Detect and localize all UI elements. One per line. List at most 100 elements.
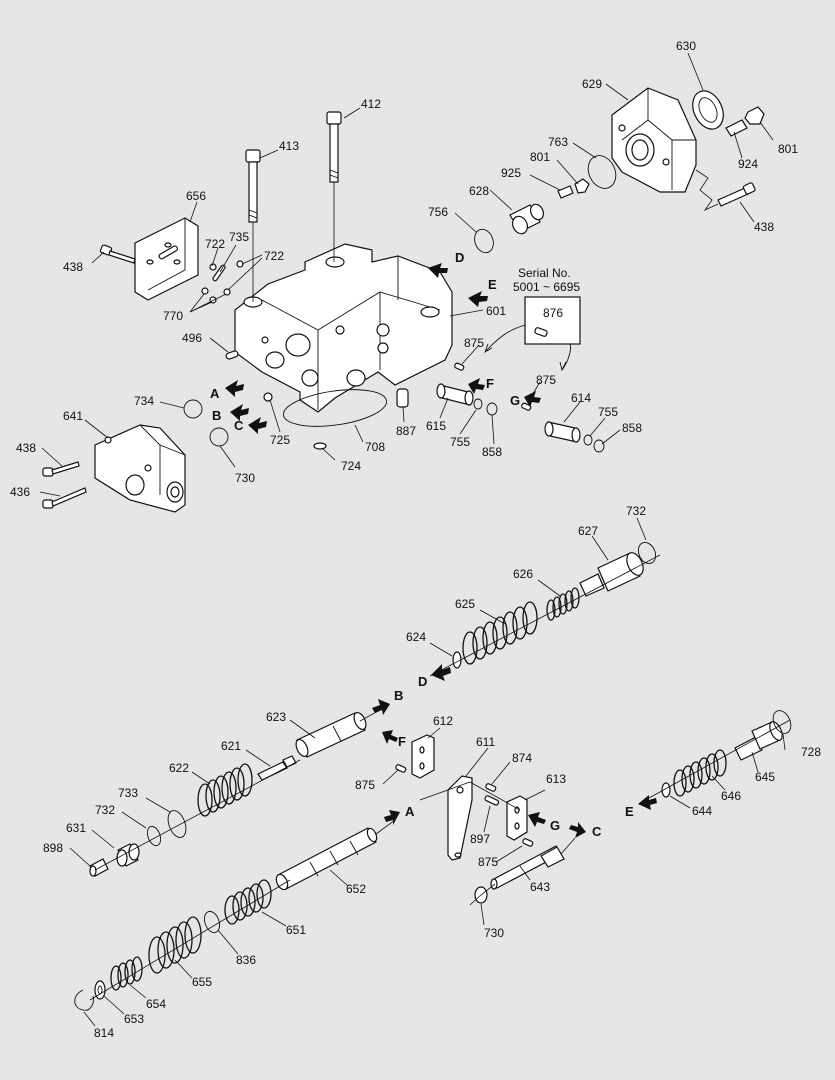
callout-770: 770 <box>163 309 183 323</box>
snap-ring-814 <box>74 989 94 1011</box>
screw-924 <box>725 119 748 137</box>
callout-732a: 732 <box>626 504 646 518</box>
shaft-643 <box>490 845 565 890</box>
o-ring-724 <box>313 442 327 450</box>
callout-438b: 438 <box>754 220 774 234</box>
callout-438a: 438 <box>63 260 83 274</box>
pin-875-c <box>395 764 407 773</box>
port-arrow-b-lower <box>372 699 390 715</box>
callout-436: 436 <box>10 485 30 499</box>
pin-621 <box>257 755 297 781</box>
lever-611 <box>447 775 473 861</box>
spring-654 <box>110 956 143 991</box>
callout-732b: 732 <box>95 803 115 817</box>
callout-875a: 875 <box>464 336 484 350</box>
port-arrow-a-lower <box>384 810 400 825</box>
pin-496 <box>225 350 239 360</box>
callout-643: 643 <box>530 880 550 894</box>
bolt-412 <box>326 111 342 183</box>
port-letter-g-lower: G <box>550 818 560 833</box>
callout-887: 887 <box>396 424 416 438</box>
callout-628: 628 <box>469 184 489 198</box>
callout-621: 621 <box>221 739 241 753</box>
callout-654: 654 <box>146 997 166 1011</box>
nut-801-b <box>744 106 765 125</box>
callout-613: 613 <box>546 772 566 786</box>
spool-615 <box>436 383 498 416</box>
callout-733: 733 <box>118 786 138 800</box>
valve-body-601 <box>234 243 453 413</box>
bolt-438-right <box>717 182 756 207</box>
serial-number-box: Serial No. 5001 ~ 6695 876 <box>484 266 581 372</box>
callout-801b: 801 <box>778 142 798 156</box>
port-arrow-d-lower <box>431 664 451 681</box>
o-ring-728 <box>772 710 792 734</box>
callout-722b: 722 <box>264 249 284 263</box>
plug-887 <box>396 388 409 408</box>
cover-plate-656 <box>134 217 199 301</box>
callout-438c: 438 <box>16 441 36 455</box>
callout-614: 614 <box>571 391 591 405</box>
port-letter-d-lower: D <box>418 674 427 689</box>
pin-875-d <box>522 838 534 847</box>
callout-626: 626 <box>513 567 533 581</box>
callout-924: 924 <box>738 157 758 171</box>
callout-631: 631 <box>66 821 86 835</box>
callout-656: 656 <box>186 189 206 203</box>
washer-653 <box>94 980 106 1000</box>
port-arrow-e-lower <box>638 795 657 810</box>
port-arrow-g-upper <box>524 391 541 407</box>
plate-612 <box>411 734 435 779</box>
spring-626 <box>546 587 580 621</box>
spring-625 <box>462 601 538 665</box>
serial-box-range: 5001 ~ 6695 <box>513 280 580 294</box>
callout-615: 615 <box>426 419 446 433</box>
callout-708: 708 <box>365 440 385 454</box>
port-arrow-g-lower <box>528 812 546 827</box>
o-ring-734 <box>183 399 203 419</box>
callout-858a: 858 <box>482 445 502 459</box>
callout-725: 725 <box>270 433 290 447</box>
callout-836: 836 <box>236 953 256 967</box>
callout-612: 612 <box>433 714 453 728</box>
spool-623 <box>295 711 367 758</box>
cover-629 <box>611 87 697 193</box>
callout-755b: 755 <box>598 405 618 419</box>
callout-653: 653 <box>124 1012 144 1026</box>
callout-925: 925 <box>501 166 521 180</box>
pin-897 <box>484 795 500 806</box>
serial-box-part: 876 <box>543 306 563 320</box>
callout-801a: 801 <box>530 150 550 164</box>
o-ring-730-upper <box>209 427 229 447</box>
o-ring-763 <box>587 155 617 189</box>
port-arrow-c-lower <box>569 822 586 838</box>
port-letter-f-upper: F <box>486 376 494 391</box>
callout-898: 898 <box>43 841 63 855</box>
callout-413: 413 <box>279 139 299 153</box>
port-arrow-f-lower <box>382 730 398 744</box>
spring-622 <box>197 763 253 817</box>
callout-625: 625 <box>455 597 475 611</box>
plate-613 <box>506 795 528 841</box>
callout-624: 624 <box>406 630 426 644</box>
port-letter-e-lower: E <box>625 804 634 819</box>
callout-629: 629 <box>582 77 602 91</box>
callout-734: 734 <box>134 394 154 408</box>
bolts-438-436 <box>42 461 87 509</box>
callout-730a: 730 <box>235 471 255 485</box>
screw-925 <box>557 185 574 199</box>
o-ring-756 <box>474 228 494 254</box>
callout-875d: 875 <box>478 855 498 869</box>
port-letter-c-upper: C <box>234 418 244 433</box>
callout-875b: 875 <box>536 373 556 387</box>
port-arrow-e-upper <box>468 291 488 307</box>
callout-651: 651 <box>286 923 306 937</box>
bolt-438-left <box>99 244 136 264</box>
port-arrow-f-upper <box>468 378 485 394</box>
callout-874: 874 <box>512 751 532 765</box>
callout-412: 412 <box>361 97 381 111</box>
callout-763: 763 <box>548 135 568 149</box>
callout-722a: 722 <box>205 237 225 251</box>
callout-496: 496 <box>182 331 202 345</box>
spool-614 <box>544 421 605 453</box>
